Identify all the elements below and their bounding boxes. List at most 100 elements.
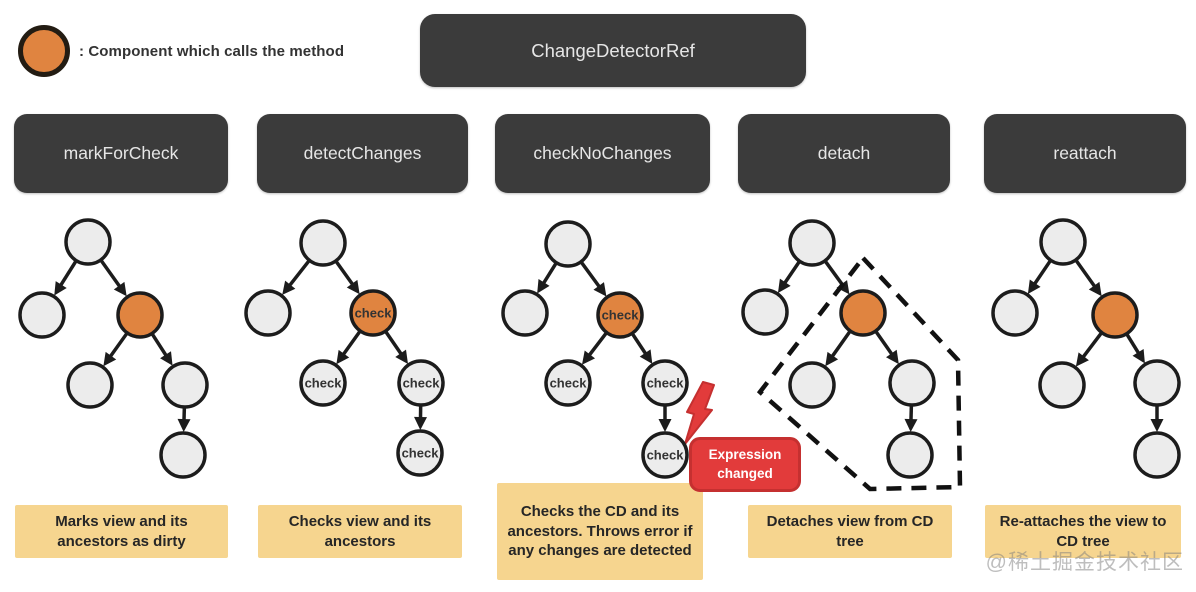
arrowhead-icon xyxy=(1150,419,1164,432)
method-box-detectChanges: detectChanges xyxy=(257,114,468,193)
tree-edge xyxy=(1074,259,1098,290)
arrowhead-icon xyxy=(886,349,899,365)
node-check-label: check xyxy=(305,376,343,391)
tree-node xyxy=(18,291,66,339)
tree-node xyxy=(544,220,592,268)
arrowhead-icon xyxy=(346,279,360,295)
tree-edge xyxy=(829,330,852,360)
node-check-label: check xyxy=(402,446,440,461)
tree-node xyxy=(396,429,444,477)
arrowhead-icon xyxy=(639,349,653,364)
tree-node xyxy=(641,431,689,479)
legend-label: : Component which calls the method xyxy=(79,42,345,60)
method-box-reattach: reattach xyxy=(984,114,1186,193)
tree-node xyxy=(1133,431,1181,479)
arrowhead-icon xyxy=(537,279,550,294)
arrowhead-icon xyxy=(282,280,296,295)
tree-node xyxy=(397,359,445,407)
arrowhead-icon xyxy=(160,351,173,366)
tree-node xyxy=(161,361,209,409)
tree-edge xyxy=(580,261,602,290)
arrowhead-icon xyxy=(1075,352,1089,367)
tree-edge xyxy=(150,333,169,359)
tree-node xyxy=(1133,359,1181,407)
node-check-label: check xyxy=(355,306,393,321)
arrowhead-icon xyxy=(103,351,117,367)
tree-node xyxy=(544,359,592,407)
tree-node xyxy=(1039,218,1087,266)
description-checkNoChanges: Checks the CD and its ancestors. Throws … xyxy=(497,483,703,580)
tree-node xyxy=(788,361,836,409)
tree-node xyxy=(991,289,1039,337)
tree-edge xyxy=(287,260,311,289)
tree-node xyxy=(159,431,207,479)
arrowhead-icon xyxy=(177,418,191,433)
arrowhead-icon xyxy=(581,350,596,365)
method-box-checkNoChanges: checkNoChanges xyxy=(495,114,710,193)
caller-node xyxy=(1091,291,1139,339)
tree-node xyxy=(64,218,112,266)
tree-node xyxy=(299,359,347,407)
arrowhead-icon xyxy=(593,282,607,297)
tree-edge xyxy=(631,333,649,357)
arrowhead-icon xyxy=(825,351,839,367)
description-reattach: Re-attaches the view to CD tree xyxy=(985,505,1181,558)
arrowhead-icon xyxy=(836,280,850,295)
node-check-label: check xyxy=(602,308,640,323)
caller-node xyxy=(349,289,397,337)
tree-detectChanges: check check check check xyxy=(244,219,445,477)
tree-edge xyxy=(384,330,404,357)
method-box-markForCheck: markForCheck xyxy=(14,114,228,193)
arrowhead-icon xyxy=(336,349,350,365)
tree-edge xyxy=(99,259,123,290)
node-check-label: check xyxy=(647,448,685,463)
arrowhead-icon xyxy=(1088,281,1102,297)
node-check-label: check xyxy=(403,376,441,391)
tree-node xyxy=(886,431,934,479)
node-check-label: check xyxy=(550,376,588,391)
legend: : Component which calls the method xyxy=(18,25,344,77)
tree-edge xyxy=(782,261,801,286)
lightning-bolt-icon xyxy=(684,381,715,445)
description-markForCheck: Marks view and its ancestors as dirty xyxy=(15,505,228,558)
arrowhead-icon xyxy=(658,419,672,432)
caller-node xyxy=(116,291,164,339)
tree-reattach xyxy=(991,218,1181,479)
tree-node xyxy=(66,361,114,409)
tree-node xyxy=(741,288,789,336)
tree-edge xyxy=(540,262,558,286)
node-check-label: check xyxy=(647,376,685,391)
arrowhead-icon xyxy=(1027,279,1041,294)
tree-edge xyxy=(1080,332,1103,360)
tree-edge xyxy=(340,330,362,358)
arrowhead-icon xyxy=(1132,348,1145,364)
tree-edge xyxy=(874,330,895,357)
tree-node xyxy=(641,359,689,407)
expression-changed-callout: Expression changed xyxy=(689,437,801,492)
description-detach: Detaches view from CD tree xyxy=(748,505,952,558)
tree-node xyxy=(888,359,936,407)
tree-edge xyxy=(1032,260,1052,287)
arrowhead-icon xyxy=(113,281,127,297)
arrowhead-icon xyxy=(395,349,408,365)
method-box-detach: detach xyxy=(738,114,950,193)
tree-edge xyxy=(334,260,356,288)
tree-checkNoChanges: check check check check xyxy=(501,220,715,479)
tree-node xyxy=(1038,361,1086,409)
caller-node xyxy=(839,289,887,337)
tree-node xyxy=(244,289,292,337)
arrowhead-icon xyxy=(414,416,428,431)
tree-edge xyxy=(58,260,78,289)
tree-edge xyxy=(107,332,129,360)
tree-markForCheck xyxy=(18,218,209,479)
changedetectorref-box: ChangeDetectorRef xyxy=(420,14,806,87)
tree-node xyxy=(788,219,836,267)
arrowhead-icon xyxy=(904,418,918,433)
watermark: @稀土掘金技术社区 xyxy=(985,551,1184,574)
caller-node xyxy=(596,291,644,339)
tree-node xyxy=(501,289,549,337)
tree-node xyxy=(299,219,347,267)
arrowhead-icon xyxy=(777,278,791,293)
arrowhead-icon xyxy=(54,281,67,296)
caller-component-icon xyxy=(18,25,70,77)
